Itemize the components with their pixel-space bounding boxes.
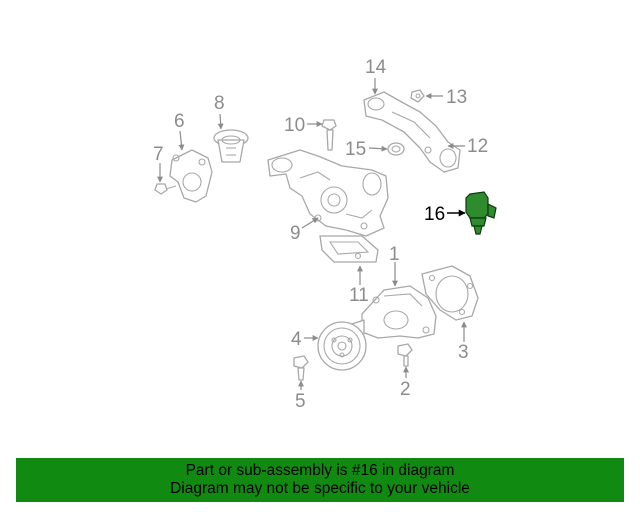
callout-4: 4: [291, 329, 302, 350]
callout-5: 5: [295, 391, 306, 412]
bolt-part-5: [293, 355, 309, 381]
callout-9: 9: [290, 223, 301, 244]
pump-gasket-part-3: [421, 265, 479, 321]
coolant-pipe-part: [363, 91, 461, 173]
water-outlet-housing-part: [267, 149, 389, 237]
callout-13: 13: [446, 87, 467, 108]
callout-16: 16: [424, 204, 445, 225]
temperature-sensor-part-16: [465, 191, 497, 235]
callout-3: 3: [458, 342, 469, 363]
part-info-banner: Part or sub-assembly is #16 in diagram D…: [16, 458, 624, 502]
callout-15: 15: [345, 139, 366, 160]
callout-2: 2: [400, 379, 411, 400]
thermostat-part: [213, 129, 249, 163]
gasket-part-11: [319, 235, 379, 263]
callout-1: 1: [389, 244, 400, 265]
leader-lines: [157, 78, 467, 390]
pulley-part: [317, 321, 367, 371]
callout-14: 14: [365, 57, 387, 78]
banner-line-1: Part or sub-assembly is #16 in diagram: [185, 462, 455, 479]
thermostat-housing-part: [169, 149, 213, 203]
bolt-part-13: [410, 89, 425, 103]
bolt-part-2: [397, 343, 413, 367]
banner-line-2: Diagram may not be specific to your vehi…: [170, 480, 470, 497]
callout-10: 10: [284, 115, 305, 136]
callout-12: 12: [467, 136, 488, 157]
callout-6: 6: [174, 111, 185, 132]
bolt-part-10: [321, 119, 337, 151]
bolt-part-7: [154, 183, 177, 195]
o-ring-part-15: [387, 142, 405, 156]
callout-7: 7: [153, 144, 164, 165]
callout-11: 11: [349, 285, 369, 306]
callout-8: 8: [214, 93, 225, 114]
